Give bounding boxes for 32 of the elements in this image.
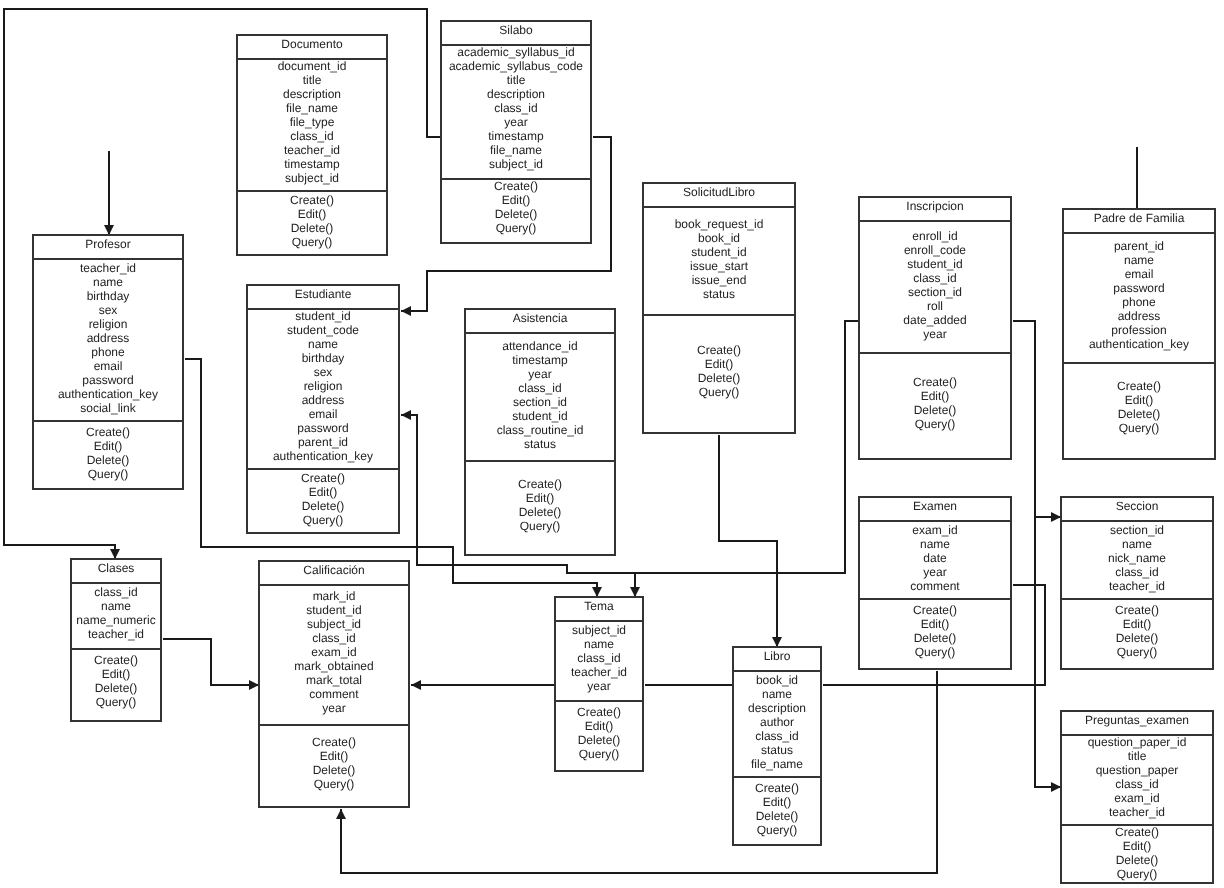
arrow [400,410,636,574]
class-box [1062,208,1216,460]
class-box [70,558,162,722]
arrow [184,358,602,598]
connector [644,684,734,686]
class-box [258,560,410,808]
class-box [732,646,822,846]
class-box [642,182,796,434]
connector [1012,320,1036,518]
arrow [104,150,114,236]
arrow [3,8,442,560]
class-box [554,596,644,772]
arrow [630,572,640,598]
arrow [1034,516,1062,792]
arrow [400,136,612,316]
class-box [246,284,400,534]
class-box [236,34,388,256]
arrow [718,434,782,648]
arrow [410,680,556,690]
arrow [336,670,938,874]
connector [1136,146,1138,210]
class-box [32,234,184,490]
arrow [162,638,260,690]
connector [634,320,860,574]
class-box [858,496,1012,670]
class-box [1060,710,1214,884]
class-box [440,20,592,244]
class-box [858,196,1012,460]
class-box [464,308,616,556]
connector [822,584,1046,686]
class-box [1060,496,1214,670]
arrow [1034,512,1062,522]
